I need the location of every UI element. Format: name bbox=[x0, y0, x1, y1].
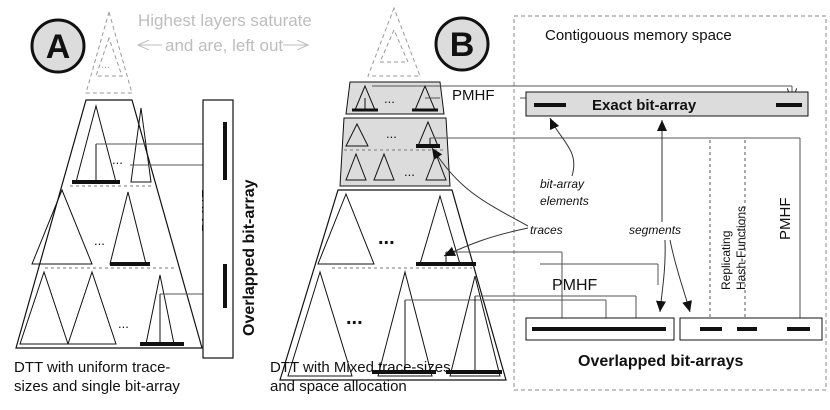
dots-3: ... bbox=[118, 316, 129, 331]
segments-arrow-down-2 bbox=[669, 239, 692, 313]
panel-a: A ... Highest layers saturate and are, l… bbox=[14, 10, 312, 395]
elements-arrow bbox=[549, 117, 575, 177]
dots-b-second: ... bbox=[386, 126, 397, 141]
dots-b-level5: ... bbox=[346, 307, 363, 329]
saturated-top-triangle-b bbox=[367, 6, 421, 77]
overlapped-bit-array-label: Overlapped bit-array bbox=[241, 179, 258, 336]
bit-array-elements-line2: elements bbox=[540, 194, 589, 208]
traces-arrow-1 bbox=[443, 227, 529, 257]
badge-a-label: A bbox=[46, 28, 71, 66]
bit-array-elements-line1: bit-array bbox=[540, 177, 585, 191]
pmhf-top-label: PMHF bbox=[452, 87, 495, 104]
exact-bit-array-label: Exact bit-array bbox=[592, 97, 697, 114]
caption-b-line1: DTT with Mixed trace-sizes bbox=[270, 359, 451, 376]
saturate-note-line2: and are, left out bbox=[165, 36, 283, 55]
dtt-b-lower-trapezoid bbox=[279, 189, 507, 381]
saturated-top-triangle bbox=[85, 10, 133, 94]
dots-2: ... bbox=[94, 233, 105, 248]
panel-b: B Contigouous memory space ... PMHF bbox=[270, 6, 827, 395]
level-3-subtrees bbox=[19, 270, 175, 345]
memory-space-box bbox=[513, 15, 827, 391]
saturate-note-line1: Highest layers saturate bbox=[138, 11, 312, 30]
caption-b-line2: and space allocation bbox=[270, 378, 407, 395]
segments-label: segments bbox=[629, 223, 681, 237]
segments-arrow-down-1 bbox=[656, 239, 666, 313]
memory-space-title: Contigouous memory space bbox=[545, 27, 732, 44]
overlapped-bit-arrays-label: Overlapped bit-arrays bbox=[578, 353, 744, 370]
badge-b: B bbox=[434, 16, 490, 72]
pmhf-bottom-label: PMHF bbox=[552, 277, 598, 294]
caption-a-line2: sizes and single bit-array bbox=[14, 378, 180, 395]
badge-b-label: B bbox=[450, 26, 475, 64]
dots-b-third: ... bbox=[404, 164, 415, 179]
exact-bit-array-box bbox=[525, 91, 809, 117]
traces-label: traces bbox=[530, 223, 563, 237]
level-2-subtrees bbox=[31, 188, 147, 265]
top-layer-box bbox=[345, 81, 445, 115]
traces-arrow-2 bbox=[431, 147, 529, 227]
dtt-a-trapezoid bbox=[15, 99, 203, 349]
dots-b-top: ... bbox=[384, 91, 395, 106]
dots-1: ... bbox=[112, 152, 123, 167]
replicating-line2: Hash-Functions bbox=[734, 206, 748, 290]
dots-b-level4: ... bbox=[378, 227, 395, 249]
pmhf-right-label: PMHF bbox=[777, 198, 794, 241]
badge-a: A bbox=[30, 18, 86, 74]
svg-text:...: ... bbox=[101, 59, 110, 71]
caption-a-line1: DTT with uniform trace- bbox=[14, 359, 170, 376]
overlapped-bit-array-box bbox=[202, 99, 234, 359]
replicating-line1: Replicating bbox=[719, 231, 733, 290]
